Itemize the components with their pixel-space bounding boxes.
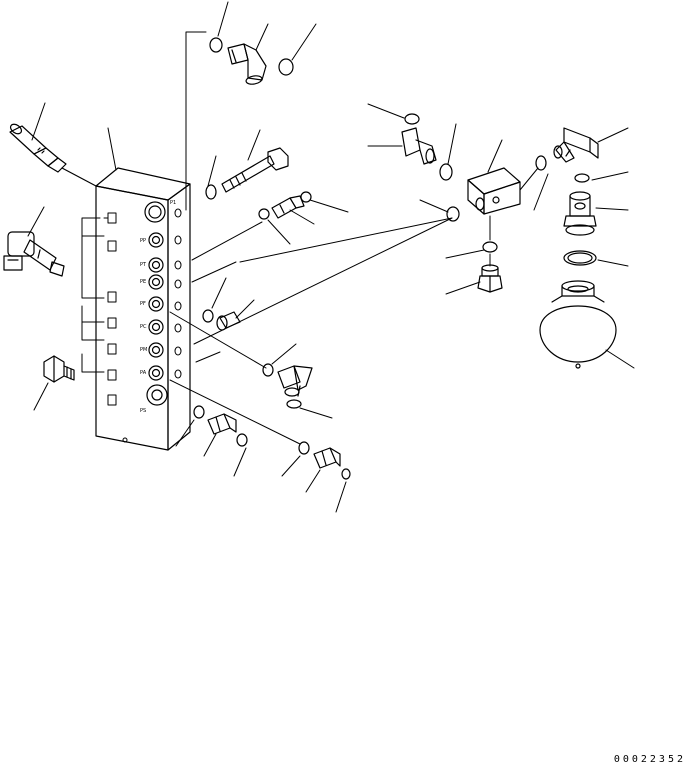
o-ring-icon [209,37,223,53]
o-ring-icon [341,468,351,480]
port-label: PC [140,324,147,330]
o-ring-icon [300,191,312,203]
o-ring-icon [446,206,460,222]
o-ring-icon [482,241,498,253]
tee-block-icon [467,167,521,215]
adapter-icon [563,191,597,236]
o-ring-icon [202,309,214,323]
plug-icon [43,355,75,383]
o-ring-icon [262,363,274,377]
o-ring-icon [258,208,270,220]
washer-icon [205,184,217,200]
o-ring-icon [286,399,302,409]
o-ring-icon [563,250,597,266]
manifold-block-icon: P1 PP PT PE PF PC PM PA PS [95,167,191,451]
solenoid-valve-icon [3,231,65,277]
port-label: P1 [170,200,176,206]
o-ring-icon [298,441,310,455]
drawing-number: 00022352 [614,754,686,765]
bolt-icon [221,147,289,193]
o-ring-icon [404,113,420,125]
connector-icon [313,447,341,469]
port-label: PS [140,408,146,414]
connector-icon [207,413,237,435]
o-ring-icon [439,163,453,181]
connector-icon [271,195,305,219]
o-ring-icon [535,155,547,171]
port-label: PE [140,279,146,285]
adapter-icon [477,264,503,293]
o-ring-icon [278,58,294,76]
elbow-fitting-icon [401,127,437,165]
port-label: PF [140,301,146,307]
accumulator-icon [539,280,617,369]
port-label: PA [140,370,147,376]
elbow-fitting-icon [553,127,599,163]
o-ring-icon [236,433,248,447]
port-label: PT [140,262,147,268]
elbow-fitting-icon [227,43,267,85]
o-ring-icon [574,173,590,183]
pressure-sensor-icon [9,123,97,187]
o-ring-icon [193,405,205,419]
port-label: PP [140,238,146,244]
port-label: PM [140,347,147,353]
elbow-fitting-icon [277,365,313,397]
o-ring-icon [567,252,593,264]
